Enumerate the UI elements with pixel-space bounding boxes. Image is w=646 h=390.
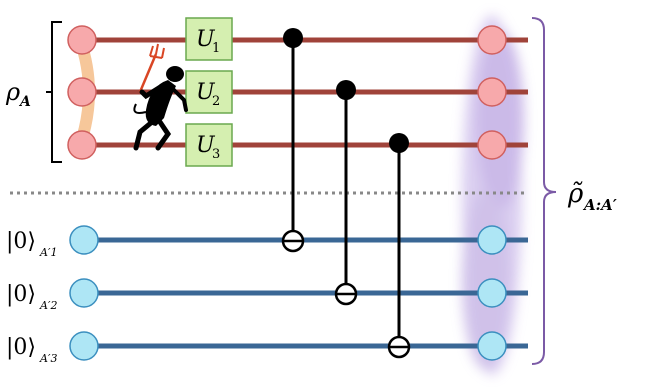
ancilla-ket-label-1: |0⟩ A′1 [6, 229, 57, 259]
ket-1-sub: A′1 [39, 246, 57, 259]
system-qubits-input [67, 25, 97, 160]
unitary-gate-3-base: U [196, 133, 216, 158]
rho-tilde-bracket [531, 17, 557, 365]
rho-tilde-base: ρ̃ [567, 179, 584, 209]
unitary-gate-1-sub: 1 [212, 41, 220, 56]
ancilla-qubits-input [69, 225, 99, 361]
rho-tilde-label: ρ̃ A:A′ [567, 179, 617, 214]
unitary-gate-3: U 3 [185, 123, 233, 167]
devil-with-pitchfork-icon [133, 43, 188, 151]
rho-a-base: ρ [5, 78, 20, 106]
rho-a-label: ρ A [5, 78, 31, 110]
ancilla-ket-label-3: |0⟩ A′3 [6, 335, 57, 365]
system-qubits-output [477, 25, 507, 160]
cnot-gate-1 [281, 28, 305, 253]
unitary-gate-2: U 2 [185, 70, 233, 114]
rho-a-bracket [51, 21, 62, 163]
unitary-gate-3-sub: 3 [212, 147, 220, 162]
ket-2-sub: A′2 [39, 299, 57, 312]
entanglement-cloud [462, 15, 524, 375]
ancilla-ket-label-2: |0⟩ A′2 [6, 282, 57, 312]
ket-2: |0⟩ [6, 282, 36, 307]
cnot-gate-2 [334, 80, 358, 306]
rho-a-sub: A [18, 94, 31, 110]
ancilla-qubits-output [477, 225, 507, 361]
unitary-gate-2-sub: 2 [212, 94, 220, 109]
ket-1: |0⟩ [6, 229, 36, 254]
rho-tilde-sub: A:A′ [582, 196, 617, 214]
ancilla-wires [84, 237, 528, 349]
ket-3: |0⟩ [6, 335, 36, 360]
unitary-gate-1: U 1 [185, 17, 233, 61]
cnot-gate-3 [387, 133, 411, 359]
ket-3-sub: A′3 [39, 352, 57, 365]
unitary-gate-1-base: U [196, 27, 216, 52]
unitary-gate-2-base: U [196, 80, 216, 105]
